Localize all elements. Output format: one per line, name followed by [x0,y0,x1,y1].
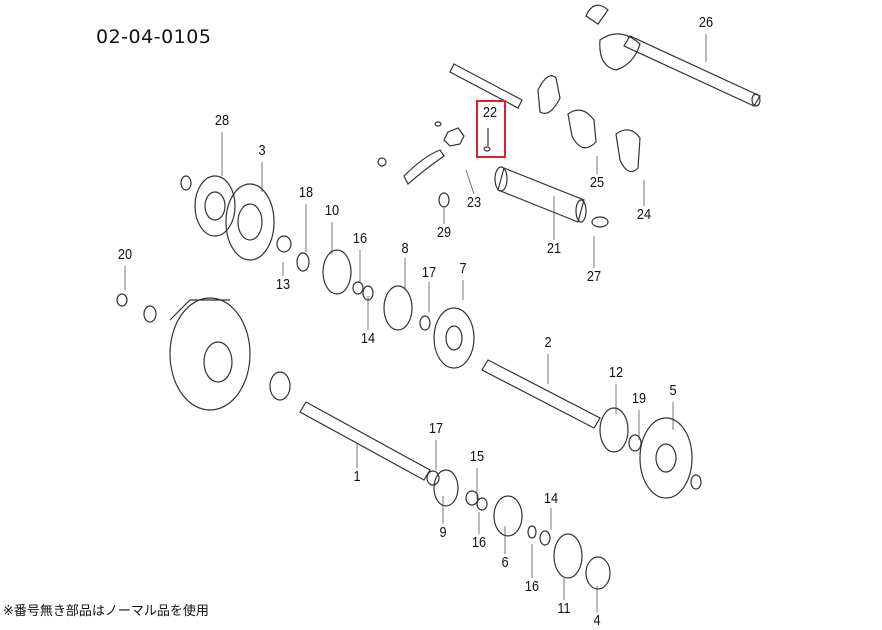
highlight-box-part-22 [476,100,506,158]
part-label-11: 11 [557,600,571,617]
part-label-12: 12 [608,364,624,381]
part-label-18: 18 [298,184,314,201]
part-label-24: 24 [636,206,652,223]
part-label-4: 4 [593,612,601,629]
part-label-16: 16 [471,534,487,551]
part-label-20: 20 [117,246,133,263]
part-label-27: 27 [586,268,602,285]
part-label-17: 17 [428,420,444,437]
part-label-23: 23 [466,194,482,211]
part-label-15: 15 [469,448,485,465]
part-label-9: 9 [439,524,447,541]
part-label-10: 10 [324,202,340,219]
part-label-28: 28 [214,112,230,129]
part-label-21: 21 [546,240,562,257]
part-label-8: 8 [401,240,409,257]
part-label-26: 26 [698,14,714,31]
part-label-25: 25 [589,174,605,191]
part-label-6: 6 [501,554,509,571]
part-label-5: 5 [669,382,677,399]
part-label-1: 1 [353,468,361,485]
part-label-14: 14 [360,330,376,347]
part-label-16: 16 [524,578,540,595]
part-label-14: 14 [543,490,559,507]
part-label-2: 2 [544,334,552,351]
part-label-7: 7 [459,260,467,277]
part-label-19: 19 [631,390,647,407]
part-label-22: 22 [482,104,498,121]
part-label-29: 29 [436,224,452,241]
part-code-title: 02-04-0105 [96,26,212,48]
part-label-16: 16 [352,230,368,247]
part-label-3: 3 [258,142,266,159]
footnote: ※番号無き部品はノーマル品を使用 [3,604,209,619]
part-label-17: 17 [421,264,437,281]
part-label-13: 13 [275,276,291,293]
